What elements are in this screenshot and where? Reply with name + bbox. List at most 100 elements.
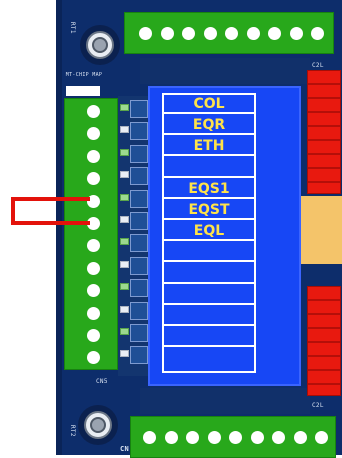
silk-bottom-right: C2L	[312, 402, 324, 409]
relay-rib	[308, 97, 340, 99]
terminal-screw-icon	[289, 26, 303, 40]
left-terminal-header	[66, 86, 100, 96]
terminal-screw-icon	[86, 217, 100, 230]
mounting-screw-top	[80, 25, 120, 65]
relay-rib	[308, 383, 340, 385]
terminal-screw-icon	[139, 26, 152, 40]
terminal-screw-icon	[86, 284, 100, 298]
relay-rib	[308, 369, 340, 371]
terminal-screw-icon	[86, 261, 100, 275]
channel-label-cell	[130, 324, 148, 342]
channel-label-cell	[130, 189, 148, 208]
terminal-screw-icon	[160, 26, 174, 40]
terminal-screw-icon	[164, 430, 178, 444]
status-row: EQR	[164, 116, 254, 136]
terminal-screw-icon	[203, 26, 217, 40]
jumper-wire-stub-bottom	[60, 221, 90, 225]
terminal-screw-icon	[86, 149, 100, 163]
left-terminal-block	[64, 98, 118, 370]
channel-label-cell	[130, 256, 148, 275]
channel-led-icon	[120, 171, 129, 179]
bottom-header-strip	[140, 388, 310, 414]
terminal-screw-icon	[311, 26, 324, 40]
terminal-screw-icon	[86, 172, 100, 186]
screw-head-icon	[92, 37, 108, 53]
mounting-screw-bottom	[78, 405, 118, 445]
status-row	[164, 159, 254, 178]
silk-map-label: MT-CHIP MAP	[65, 72, 103, 78]
terminal-screw-icon	[207, 430, 221, 444]
status-row: COL	[164, 95, 254, 114]
channel-led-icon	[120, 148, 129, 156]
channel-label-cell	[130, 167, 148, 186]
relay-rib	[308, 313, 340, 315]
terminal-screw-icon	[86, 127, 100, 141]
relay-pad	[301, 196, 342, 264]
status-row	[164, 307, 254, 326]
terminal-screw-icon	[250, 430, 264, 444]
terminal-screw-icon	[186, 430, 199, 444]
status-row: EQL	[164, 222, 254, 242]
relay-top	[307, 70, 341, 194]
terminal-screw-icon	[182, 26, 195, 40]
relay-rib	[308, 167, 340, 169]
silk-top-right: C2L	[312, 62, 324, 69]
silk-bottom-left: RT2	[69, 425, 76, 437]
relay-rib	[308, 153, 340, 155]
terminal-screw-icon	[225, 26, 238, 40]
silk-cn-label: CN5	[96, 378, 108, 385]
channel-led-icon	[120, 305, 129, 313]
relay-rib	[308, 341, 340, 343]
status-row	[164, 265, 254, 284]
status-row	[164, 349, 254, 366]
status-row	[164, 286, 254, 305]
channel-led-icon	[120, 328, 129, 335]
silk-bottom-cn: CN	[120, 445, 130, 453]
top-terminal-block	[124, 12, 334, 54]
terminal-screw-icon	[143, 430, 156, 444]
relay-rib	[308, 139, 340, 141]
relay-rib	[308, 355, 340, 357]
status-row	[164, 243, 254, 263]
silk-top-left: RT1	[69, 22, 76, 34]
terminal-screw-icon	[315, 430, 328, 444]
channel-led-icon	[120, 193, 129, 201]
bottom-terminal-block	[130, 416, 336, 458]
terminal-screw-icon	[86, 351, 100, 365]
channel-label-cell	[130, 100, 148, 118]
terminal-screw-icon	[86, 306, 100, 320]
channel-led-icon	[120, 104, 129, 111]
top-header-strip	[140, 58, 310, 84]
status-row: EQS1	[164, 180, 254, 199]
channel-label-cell	[130, 122, 148, 141]
relay-rib	[308, 181, 340, 183]
channel-led-icon	[120, 126, 129, 134]
status-row: EQST	[164, 201, 254, 220]
screw-head-icon	[90, 417, 106, 433]
terminal-screw-icon	[293, 430, 307, 444]
lcd-display	[148, 86, 301, 386]
channel-led-icon	[120, 238, 129, 246]
status-row: ETH	[164, 137, 254, 157]
jumper-wire-icon	[11, 197, 90, 225]
channel-label-cell	[130, 301, 148, 320]
terminal-screw-icon	[229, 430, 242, 444]
channel-label-cell	[130, 234, 148, 253]
relay-rib	[308, 125, 340, 127]
channel-label-cell	[130, 346, 148, 365]
status-row	[164, 328, 254, 348]
channel-led-icon	[120, 260, 129, 268]
channel-label-cell	[130, 212, 148, 230]
jumper-wire-stub-top	[60, 197, 90, 201]
terminal-screw-icon	[86, 239, 100, 253]
terminal-screw-icon	[272, 430, 285, 444]
relay-rib	[308, 83, 340, 85]
pcb-edge	[56, 0, 62, 455]
terminal-screw-icon	[246, 26, 260, 40]
relay-bottom	[307, 286, 341, 396]
terminal-screw-icon	[86, 105, 100, 118]
relay-rib	[308, 327, 340, 329]
channel-led-icon	[120, 216, 129, 223]
relay-rib	[308, 299, 340, 301]
